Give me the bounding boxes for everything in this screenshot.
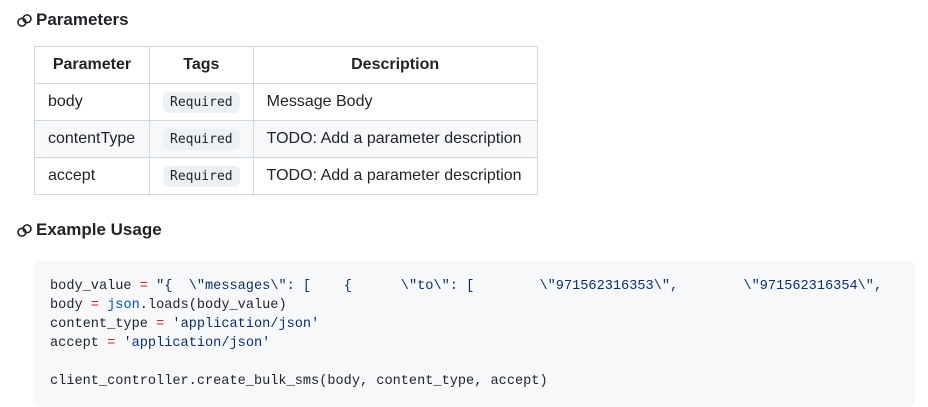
code-token: =: [107, 336, 116, 351]
table-row: contentType Required TODO: Add a parameter…: [34, 120, 538, 158]
example-usage-section: Example Usage body_value = "{ \"messages…: [16, 220, 915, 407]
parameter-name-cell: accept: [34, 157, 150, 195]
code-line: accept = 'application/json': [50, 334, 899, 353]
link-icon[interactable]: [16, 222, 33, 239]
code-token: body_value: [50, 279, 140, 294]
example-usage-heading: Example Usage: [16, 220, 915, 240]
tags-cell: Required: [149, 157, 254, 195]
code-token: body: [50, 298, 91, 313]
table-header-row: Parameter Tags Description: [34, 46, 538, 84]
column-header-description: Description: [252, 46, 538, 84]
code-token: content_type: [50, 317, 157, 332]
example-code-block[interactable]: body_value = "{ \"messages\": [ { \"to\"…: [34, 261, 915, 407]
code-token: .loads(body_value): [139, 298, 287, 313]
code-line: body_value = "{ \"messages\": [ { \"to\"…: [50, 277, 899, 296]
table-row: accept Required TODO: Add a parameter desc…: [34, 157, 538, 195]
code-line: body = json.loads(body_value): [50, 296, 899, 315]
parameter-name-cell: body: [34, 83, 150, 121]
table-row: body Required Message Body: [34, 83, 538, 121]
code-token: "{ \"messages\": [ { \"to\": [ \"9715623…: [156, 279, 883, 294]
column-header-parameter: Parameter: [34, 46, 150, 84]
parameter-name-cell: contentType: [34, 120, 150, 158]
description-cell: TODO: Add a parameter description: [252, 157, 538, 195]
code-token: accept: [50, 336, 108, 351]
tags-cell: Required: [149, 120, 254, 158]
code-line: content_type = 'application/json': [50, 315, 899, 334]
parameters-table-head: Parameter Tags Description: [34, 46, 538, 84]
code-token: json: [107, 298, 140, 313]
tags-cell: Required: [149, 83, 254, 121]
code-token: 'application/json': [123, 336, 271, 351]
code-token: client_controller.create_bulk_sms(body, …: [50, 374, 548, 389]
required-badge: Required: [163, 129, 240, 150]
parameters-heading-label: Parameters: [36, 10, 129, 29]
code-line: [50, 353, 899, 372]
link-icon[interactable]: [16, 12, 33, 29]
code-token: =: [90, 298, 99, 313]
code-token: =: [139, 279, 148, 294]
description-cell: TODO: Add a parameter description: [252, 120, 538, 158]
required-badge: Required: [163, 166, 240, 187]
parameters-heading: Parameters: [16, 10, 915, 30]
parameters-section: Parameters Parameter Tags Description bo…: [16, 10, 915, 195]
code-line: client_controller.create_bulk_sms(body, …: [50, 372, 899, 391]
code-token: 'application/json': [172, 317, 320, 332]
code-content: body_value = "{ \"messages\": [ { \"to\"…: [50, 277, 899, 391]
example-usage-heading-label: Example Usage: [36, 220, 162, 239]
code-token: [99, 298, 107, 313]
code-token: =: [156, 317, 165, 332]
column-header-tags: Tags: [149, 46, 254, 84]
required-badge: Required: [163, 92, 240, 113]
code-token: [148, 279, 156, 294]
description-cell: Message Body: [252, 83, 538, 121]
